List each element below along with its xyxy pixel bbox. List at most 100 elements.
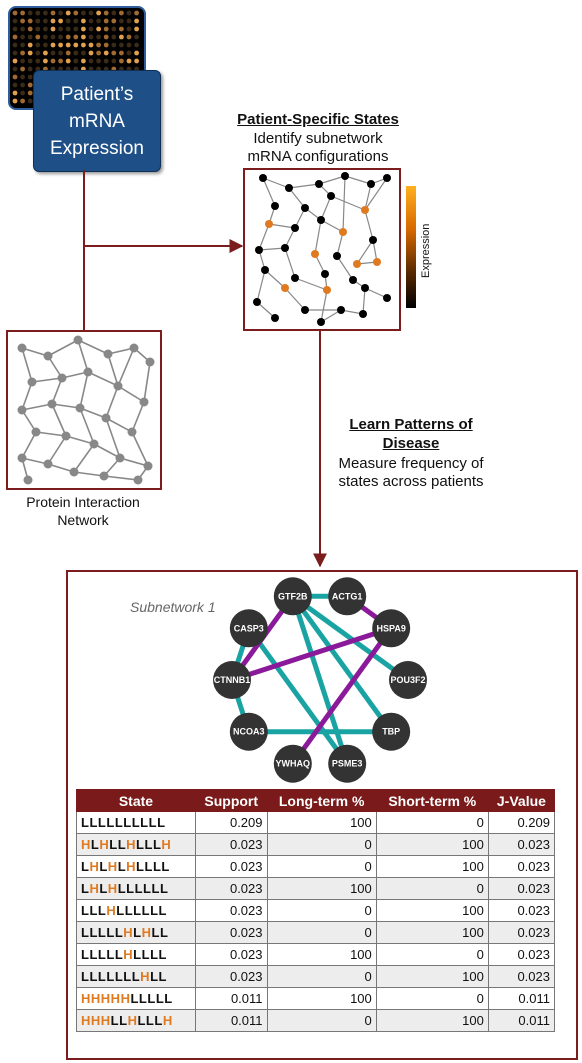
short-term-cell: 100 (375, 899, 489, 922)
short-term-cell: 100 (375, 833, 489, 856)
state-cell: LLLLLLLHLL (76, 965, 196, 988)
j-value-cell: 0.023 (487, 943, 556, 966)
protein-network-caption-1: Protein Interaction (26, 494, 140, 510)
support-cell: 0.011 (194, 1009, 268, 1032)
long-term-cell: 0 (266, 1009, 377, 1032)
short-term-cell: 100 (375, 921, 489, 944)
long-term-cell: 100 (266, 987, 377, 1010)
j-value-cell: 0.023 (487, 899, 556, 922)
support-cell: 0.023 (194, 921, 268, 944)
long-term-cell: 0 (266, 855, 377, 878)
protein-network-caption-2: Network (57, 512, 109, 528)
support-cell: 0.023 (194, 833, 268, 856)
long-term-cell: 0 (266, 899, 377, 922)
patient-states-network (243, 168, 401, 331)
col-state: State (76, 789, 196, 812)
node-ywhaq: YWHAQ (273, 744, 312, 783)
support-cell: 0.023 (194, 877, 268, 900)
short-term-cell: 0 (375, 811, 489, 834)
learn-heading-2: Disease (382, 435, 440, 452)
long-term-cell: 0 (266, 965, 377, 988)
state-cell: HHHHHLLLLL (76, 987, 196, 1010)
j-value-cell: 0.023 (487, 855, 556, 878)
support-cell: 0.023 (194, 855, 268, 878)
mrna-line2: mRNA (69, 110, 125, 132)
node-psme3: PSME3 (328, 744, 367, 783)
states-table: State Support Long-term % Short-term % J… (76, 789, 556, 1032)
node-casp3: CASP3 (229, 609, 268, 648)
state-cell: LLLLLHLLLL (76, 943, 196, 966)
mrna-expression-box: Patient’s mRNA Expression (33, 70, 161, 172)
mrna-line1: Patient’s (60, 83, 134, 105)
col-j-value: J-Value (487, 789, 556, 812)
state-cell: LHLHLLLLLL (76, 877, 196, 900)
svg-text:NCOA3: NCOA3 (233, 727, 265, 737)
node-actg1: ACTG1 (328, 577, 367, 616)
short-term-cell: 0 (375, 877, 489, 900)
short-term-cell: 100 (375, 1009, 489, 1032)
node-hspa9: HSPA9 (372, 609, 411, 648)
svg-text:ACTG1: ACTG1 (332, 591, 363, 601)
support-cell: 0.023 (194, 965, 268, 988)
patient-states-sub1: Identify subnetwork (253, 130, 383, 147)
short-term-cell: 100 (375, 855, 489, 878)
state-cell: HHHLLHLLLH (76, 1009, 196, 1032)
subnetwork-title: Subnetwork 1 (130, 599, 216, 615)
state-cell: LLLHLLLLLL (76, 899, 196, 922)
node-ncoa3: NCOA3 (229, 712, 268, 751)
results-panel (66, 570, 578, 1060)
protein-network-box (6, 330, 162, 490)
patient-states-sub2: mRNA configurations (247, 148, 389, 165)
long-term-cell: 0 (266, 921, 377, 944)
long-term-cell: 0 (266, 833, 377, 856)
short-term-cell: 0 (375, 987, 489, 1010)
j-value-cell: 0.209 (487, 811, 556, 834)
support-cell: 0.023 (194, 943, 268, 966)
svg-text:GTF2B: GTF2B (278, 591, 308, 601)
learn-sub-2: states across patients (338, 473, 484, 490)
svg-text:YWHAQ: YWHAQ (276, 759, 311, 769)
j-value-cell: 0.023 (487, 877, 556, 900)
support-cell: 0.011 (194, 987, 268, 1010)
j-value-cell: 0.023 (487, 833, 556, 856)
support-cell: 0.209 (194, 811, 268, 834)
long-term-cell: 100 (266, 877, 377, 900)
node-gtf2b: GTF2B (273, 577, 312, 616)
svg-text:CTNNB1: CTNNB1 (214, 675, 251, 685)
node-ctnnb1: CTNNB1 (213, 661, 251, 699)
patient-states-heading: Patient-Specific States (237, 111, 399, 128)
long-term-cell: 100 (266, 943, 377, 966)
col-short-term: Short-term % (375, 789, 489, 812)
mrna-line3: Expression (50, 137, 144, 159)
short-term-cell: 100 (375, 965, 489, 988)
learn-sub-1: Measure frequency of (338, 455, 484, 472)
j-value-cell: 0.011 (487, 1009, 556, 1032)
col-long-term: Long-term % (266, 789, 377, 812)
svg-text:PSME3: PSME3 (332, 759, 363, 769)
svg-text:HSPA9: HSPA9 (377, 623, 406, 633)
col-support: Support (194, 789, 268, 812)
j-value-cell: 0.011 (487, 987, 556, 1010)
j-value-cell: 0.023 (487, 965, 556, 988)
state-cell: LLLLLLLLLL (76, 811, 196, 834)
j-value-cell: 0.023 (487, 921, 556, 944)
svg-text:POU3F2: POU3F2 (390, 675, 425, 685)
support-cell: 0.023 (194, 899, 268, 922)
node-tbp: TBP (372, 712, 411, 751)
node-pou3f2: POU3F2 (389, 661, 427, 699)
expression-colorbar (406, 186, 416, 308)
state-cell: LLLLLHLHLL (76, 921, 196, 944)
state-cell: LHLHLHLLLL (76, 855, 196, 878)
state-cell: HLHLLHLLLH (76, 833, 196, 856)
